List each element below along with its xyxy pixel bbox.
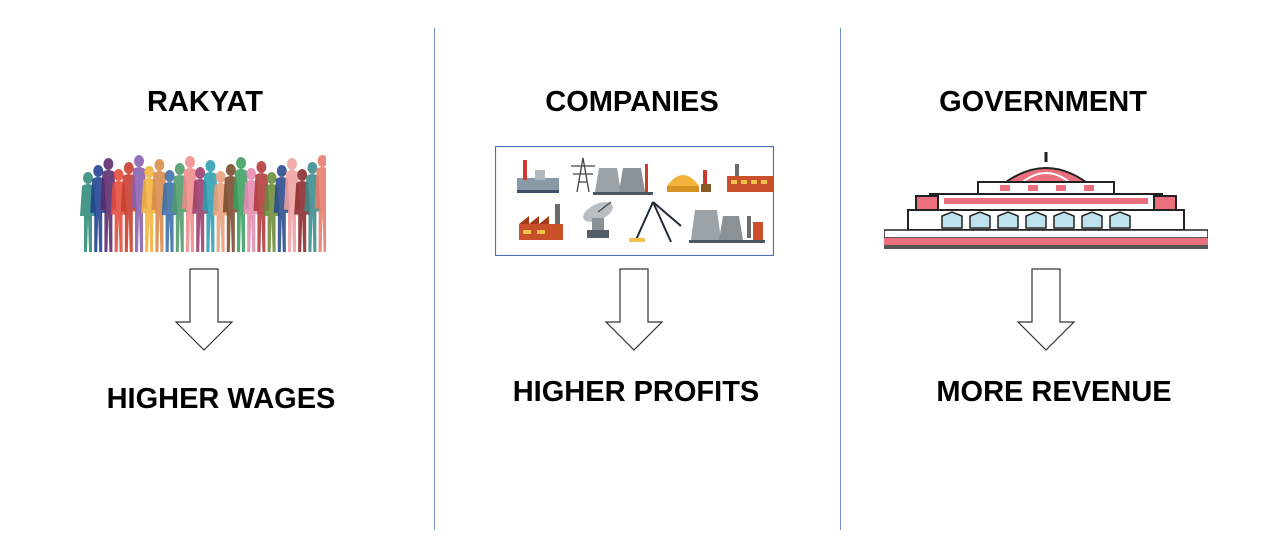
column-title-companies: COMPANIES	[545, 86, 719, 118]
down-arrow-icon	[174, 268, 234, 351]
down-arrow-icon	[1016, 268, 1076, 351]
column-title-government: GOVERNMENT	[939, 86, 1147, 118]
factories-industry-icon	[495, 146, 774, 256]
column-divider-1	[434, 28, 435, 530]
column-divider-2	[840, 28, 841, 530]
parliament-building-icon	[884, 152, 1208, 249]
result-higher-wages: HIGHER WAGES	[106, 383, 336, 415]
result-more-revenue: MORE REVENUE	[936, 376, 1172, 408]
column-title-rakyat: RAKYAT	[146, 86, 263, 118]
down-arrow-icon	[604, 268, 664, 351]
result-higher-profits: HIGHER PROFITS	[512, 376, 760, 408]
people-crowd-icon	[80, 155, 326, 252]
